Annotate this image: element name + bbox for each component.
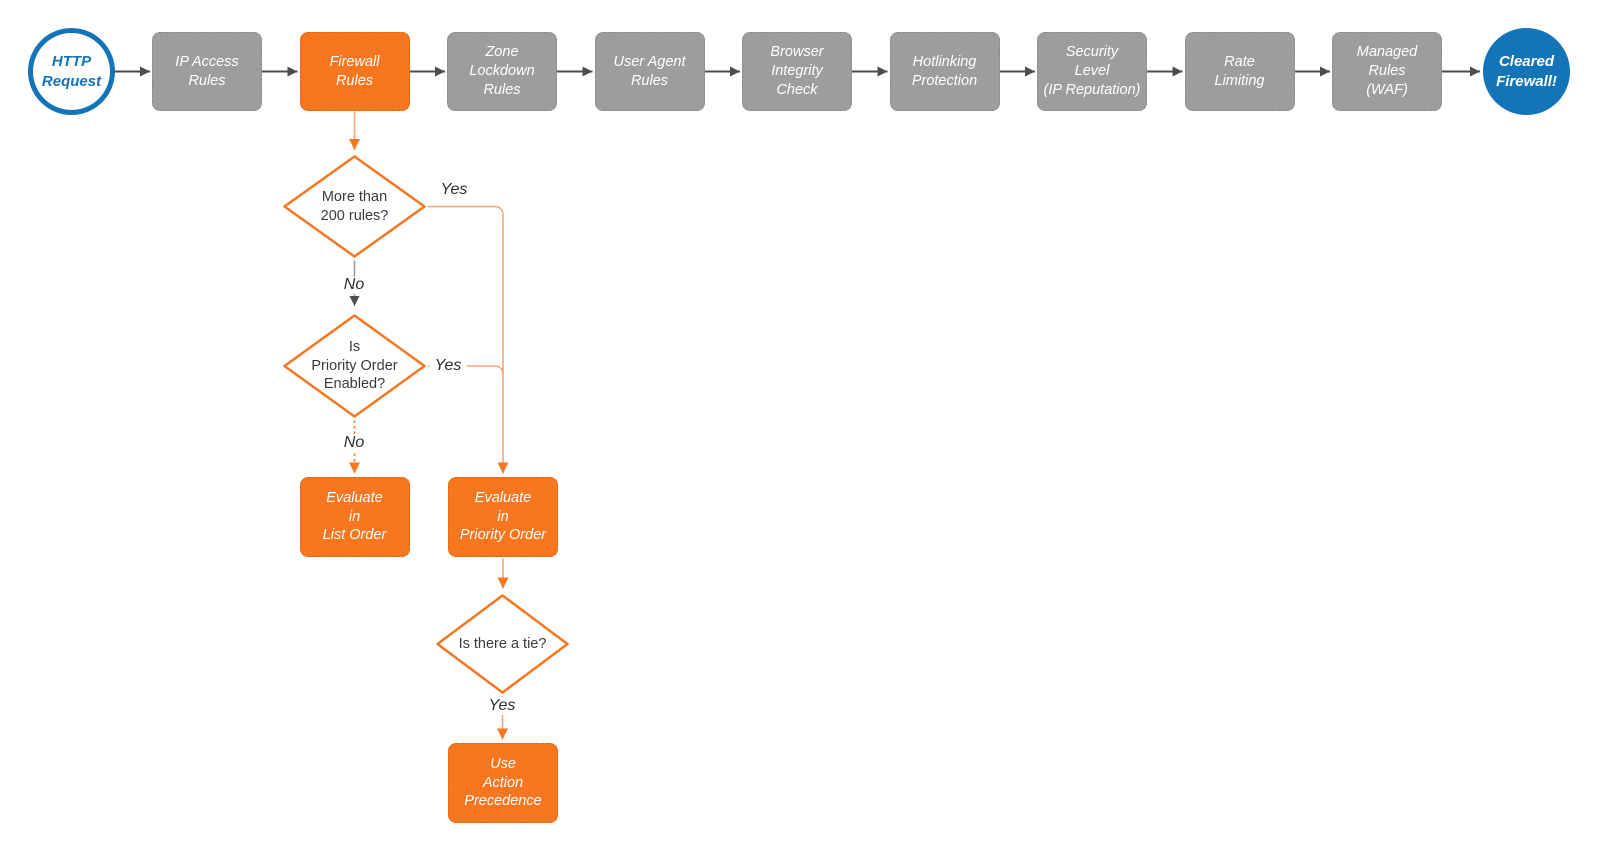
step-label: Hotlinking Protection	[911, 53, 978, 89]
step-firewall-rules: Firewall Rules	[299, 32, 410, 111]
step-label: Firewall Rules	[329, 53, 380, 89]
decision-more-than-200-rules: More than 200 rules?	[282, 154, 427, 259]
step-label: Zone Lockdown Rules	[469, 44, 535, 98]
action-label: Use Action Precedence	[464, 755, 542, 810]
decision-label: Is Priority Order Enabled?	[311, 338, 398, 393]
action-use-action-precedence: Use Action Precedence	[448, 743, 558, 823]
step-browser-integrity-check: Browser Integrity Check	[742, 32, 852, 111]
step-zone-lockdown-rules: Zone Lockdown Rules	[447, 32, 557, 111]
diamond-shape	[283, 314, 426, 418]
step-label: Security Level (IP Reputation)	[1043, 44, 1141, 98]
step-ip-access-rules: IP Access Rules	[152, 32, 262, 111]
step-label: Managed Rules (WAF)	[1356, 44, 1418, 98]
decision-is-there-a-tie: Is there a tie?	[435, 593, 570, 695]
step-label: User Agent Rules	[613, 53, 686, 89]
step-label: HTTP Request	[41, 53, 102, 90]
step-cleared-firewall: Cleared Firewall!	[1483, 28, 1570, 115]
diamond-shape	[436, 594, 569, 694]
action-evaluate-in-list-order: Evaluate in List Order	[299, 477, 410, 557]
edge-label-yes-priority-enabled: Yes	[429, 357, 467, 375]
step-label: IP Access Rules	[175, 53, 239, 89]
step-http-request: HTTP Request	[28, 28, 115, 115]
diamond-shape	[283, 155, 426, 258]
decision-priority-order-enabled: Is Priority Order Enabled?	[282, 313, 427, 419]
action-label: Evaluate in List Order	[322, 489, 387, 544]
action-label: Evaluate in Priority Order	[459, 489, 547, 544]
decision-label: Is there a tie?	[458, 635, 547, 652]
edge-label-no-more-than-200: No	[343, 276, 365, 293]
edge-label-yes-more-than-200: Yes	[440, 181, 468, 198]
step-label: Cleared Firewall!	[1496, 53, 1557, 90]
decision-label: More than 200 rules?	[320, 188, 389, 224]
edge-label-yes-tie: Yes	[483, 697, 521, 715]
action-evaluate-in-priority-order: Evaluate in Priority Order	[448, 477, 558, 557]
step-label: Rate Limiting	[1214, 53, 1265, 89]
step-rate-limiting: Rate Limiting	[1184, 32, 1295, 111]
step-user-agent-rules: User Agent Rules	[594, 32, 705, 111]
step-label: Browser Integrity Check	[770, 44, 824, 98]
edge-label-no-priority-enabled: No	[338, 434, 370, 452]
step-security-level-ip-reputation: Security Level (IP Reputation)	[1037, 32, 1147, 111]
step-managed-rules-waf: Managed Rules (WAF)	[1332, 32, 1442, 111]
step-hotlinking-protection: Hotlinking Protection	[889, 32, 1000, 111]
